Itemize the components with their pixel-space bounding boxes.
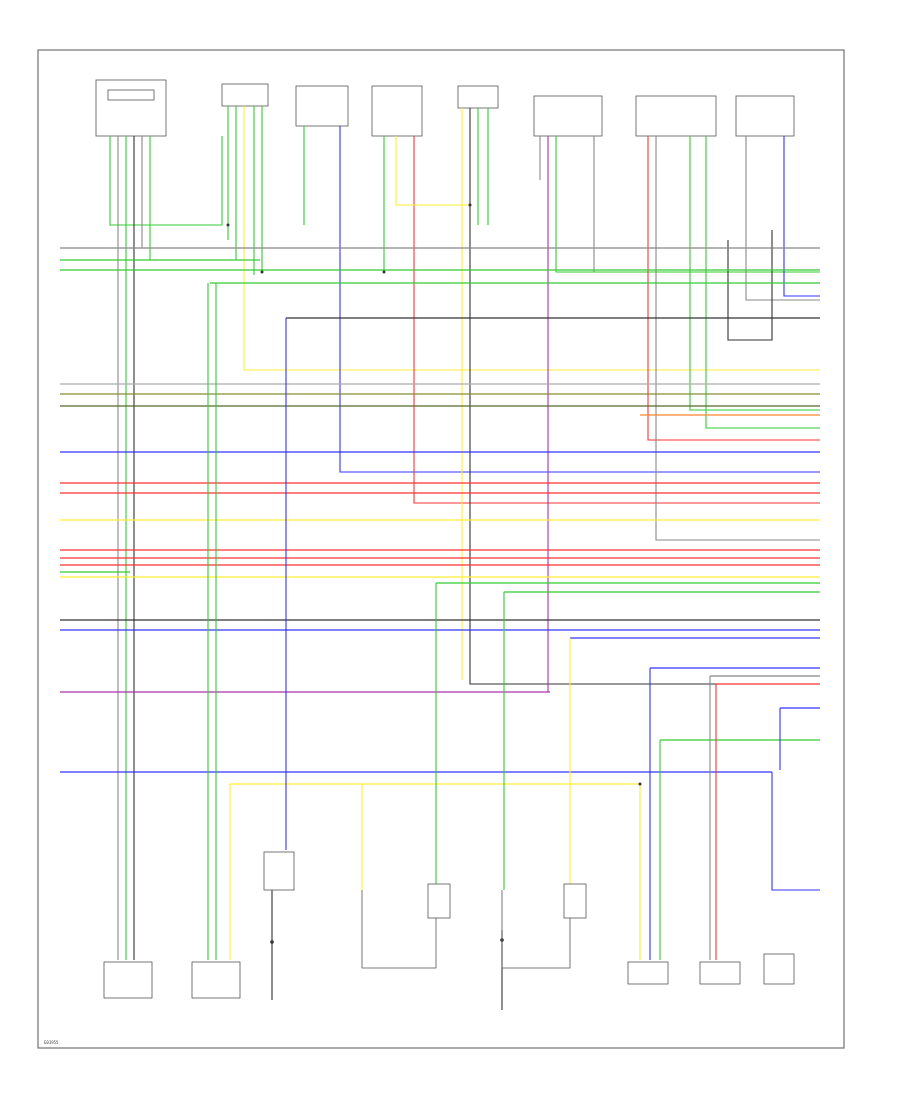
junction-dot (260, 270, 264, 274)
top-components (95, 79, 795, 137)
wire-c7-c (689, 136, 820, 411)
bottom-components (103, 851, 795, 999)
component-box-bottom-7 (699, 961, 741, 985)
component-box-bottom-3 (263, 851, 295, 891)
sensor-bracket-1 (361, 890, 437, 969)
component-box-bottom-5 (563, 883, 587, 919)
wire-c8-c (727, 230, 773, 341)
diagram-code: E03955 (44, 1040, 59, 1045)
bottom-wires (207, 283, 820, 1010)
junction-dot (468, 203, 472, 207)
wire-c2-c (243, 106, 820, 371)
component-box-top-2 (221, 83, 269, 107)
junction-dot (226, 223, 230, 227)
wire-c8-a (745, 136, 820, 301)
component-box-top-7 (635, 95, 717, 137)
component-inner-1 (107, 89, 155, 101)
wire-c1-a (109, 136, 223, 226)
component-box-top-8 (735, 95, 795, 137)
wire-c7-a (647, 136, 820, 441)
component-box-bottom-6 (627, 961, 669, 985)
wire-c7-d (705, 136, 820, 429)
horizontal-bus (60, 247, 820, 785)
component-box-top-6 (533, 95, 603, 137)
wire-c5-b (469, 108, 820, 685)
component-box-bottom-4 (427, 883, 451, 919)
component-box-top-3 (295, 85, 349, 127)
component-box-top-4 (371, 85, 423, 137)
diagram-frame (37, 49, 845, 1049)
component-box-bottom-8 (763, 953, 795, 985)
junction-dot (270, 940, 274, 944)
wire-c8-b (783, 136, 820, 297)
wire-c4-b (413, 136, 820, 504)
junction-dots (226, 203, 642, 944)
component-box-top-5 (457, 85, 499, 109)
wire-c7-b (655, 136, 820, 541)
sensor-bracket-2 (501, 890, 571, 969)
wire-c6-c (555, 136, 820, 273)
component-box-bottom-2 (191, 961, 241, 999)
wire-c4-c (395, 136, 470, 206)
wire-c3-b (339, 126, 820, 473)
wire-c6-b (130, 136, 549, 693)
drop-blue-3 (771, 772, 820, 891)
component-box-bottom-1 (103, 961, 153, 999)
junction-dot (638, 782, 642, 786)
component-box-top-1 (95, 79, 167, 137)
junction-dot (382, 270, 386, 274)
